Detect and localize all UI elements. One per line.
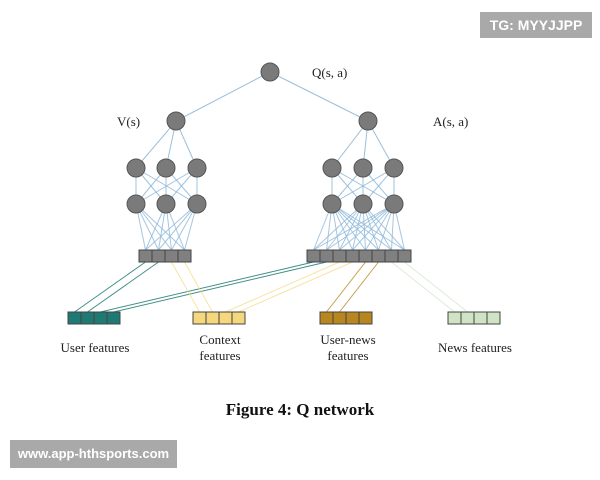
- value-input-layer-cell: [164, 249, 179, 263]
- advantage-node: [358, 111, 378, 131]
- advantage-input-layer-cell: [358, 249, 373, 263]
- figure-caption: Figure 4: Q network: [225, 400, 375, 419]
- connection-line: [113, 261, 327, 313]
- connection-line: [331, 120, 369, 169]
- value-hidden-node: [156, 194, 176, 214]
- advantage-hidden-node: [384, 158, 404, 178]
- news-features-block-cell: [447, 311, 462, 325]
- connection-line: [135, 203, 172, 251]
- context-features-block-cell: [205, 311, 220, 325]
- connection-line: [339, 261, 379, 313]
- advantage-input-layer-cell: [332, 249, 347, 263]
- watermark-bottom: www.app-hthsports.com: [10, 440, 177, 468]
- advantage-input-layer-cell: [397, 249, 412, 263]
- connection-line: [326, 203, 364, 251]
- advantage-input-layer-cell: [371, 249, 386, 263]
- user-features-block-cell: [67, 311, 82, 325]
- connection-lines: [74, 71, 468, 313]
- q-network-diagram: [67, 62, 501, 325]
- connection-line: [87, 261, 159, 313]
- connection-line: [352, 203, 395, 251]
- value-stream-label: V(s): [117, 114, 141, 129]
- value-hidden-node: [187, 194, 207, 214]
- news-features-block-cell: [473, 311, 488, 325]
- q-value-label: Q(s, a): [312, 65, 348, 80]
- advantage-hidden-node: [353, 194, 373, 214]
- connection-line: [326, 261, 366, 313]
- advantage-input-layer-cell: [306, 249, 321, 263]
- value-hidden-node: [126, 194, 146, 214]
- connection-line: [313, 203, 395, 251]
- connection-line: [404, 261, 468, 313]
- value-hidden-node: [187, 158, 207, 178]
- connection-line: [339, 203, 395, 251]
- value-input-layer-cell: [151, 249, 166, 263]
- connection-line: [326, 203, 395, 251]
- advantage-input-layer-cell: [345, 249, 360, 263]
- news-features-label: News features: [438, 340, 512, 355]
- value-input-layer-cell: [177, 249, 192, 263]
- connection-line: [175, 71, 271, 122]
- advantage-hidden-node: [353, 158, 373, 178]
- advantage-hidden-node: [384, 194, 404, 214]
- user-news-features-block-cell: [358, 311, 373, 325]
- connection-line: [135, 167, 198, 205]
- value-node: [166, 111, 186, 131]
- user-news-features-block-cell: [319, 311, 334, 325]
- connection-line: [313, 203, 364, 251]
- feature-blocks: [67, 249, 501, 325]
- connection-line: [171, 261, 200, 313]
- advantage-input-layer-cell: [319, 249, 334, 263]
- connection-line: [331, 167, 395, 205]
- watermark-top: TG: MYYJJPP: [480, 12, 592, 38]
- connection-line: [184, 261, 213, 313]
- connection-line: [100, 261, 314, 313]
- connection-line: [225, 261, 340, 313]
- user-features-block-cell: [106, 311, 121, 325]
- context-features-block-cell: [231, 311, 246, 325]
- connection-line: [135, 203, 185, 251]
- connection-line: [135, 120, 177, 169]
- value-hidden-node: [156, 158, 176, 178]
- user-features-block-cell: [93, 311, 108, 325]
- user-features-label: User features: [60, 340, 130, 355]
- user-news-features-block-cell: [345, 311, 360, 325]
- context-features-block-cell: [218, 311, 233, 325]
- user-news-features-label: User-news features: [320, 332, 376, 363]
- value-input-layer-cell: [138, 249, 153, 263]
- news-features-block-cell: [486, 311, 501, 325]
- connection-line: [74, 261, 146, 313]
- advantage-hidden-node: [322, 158, 342, 178]
- connection-line: [145, 203, 198, 251]
- user-news-features-block-cell: [332, 311, 347, 325]
- context-features-label: Context features: [199, 332, 241, 363]
- connection-line: [391, 261, 455, 313]
- news-features-block-cell: [460, 311, 475, 325]
- q-output-node: [260, 62, 280, 82]
- value-hidden-node: [126, 158, 146, 178]
- advantage-stream-label: A(s, a): [433, 114, 469, 129]
- neuron-nodes: [126, 62, 404, 214]
- advantage-hidden-node: [322, 194, 342, 214]
- advantage-input-layer-cell: [384, 249, 399, 263]
- context-features-block-cell: [192, 311, 207, 325]
- connection-line: [362, 203, 405, 251]
- connection-line: [238, 261, 353, 313]
- connection-line: [269, 71, 369, 122]
- connection-line: [158, 203, 198, 251]
- user-features-block-cell: [80, 311, 95, 325]
